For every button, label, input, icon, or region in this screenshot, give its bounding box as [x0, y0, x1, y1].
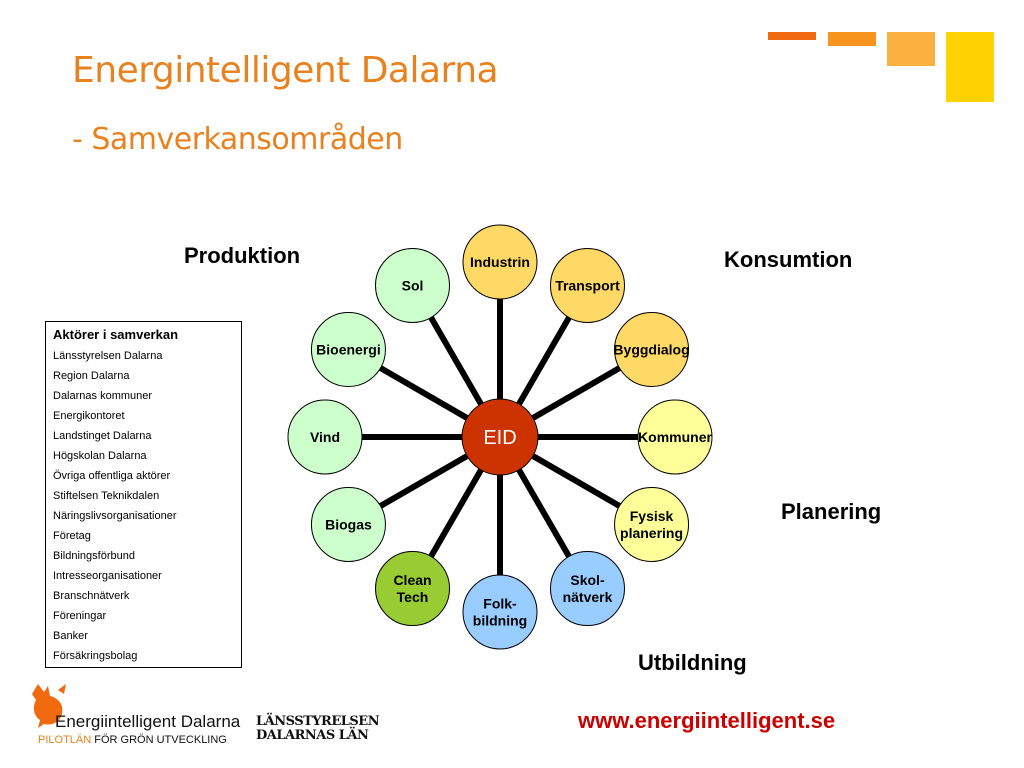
node-label-fysisk-planering: planering — [620, 525, 683, 541]
actor-item: Bildningsförbund — [53, 550, 135, 562]
actor-item: Banker — [53, 630, 88, 642]
node-circle-fysisk-planering — [614, 487, 690, 562]
actor-item: Branschnätverk — [53, 590, 130, 602]
actor-item: Region Dalarna — [53, 370, 130, 382]
node-vind: Vind — [287, 399, 363, 475]
node-sol: Sol — [375, 247, 450, 323]
node-circle-clean-tech — [375, 551, 450, 627]
hub-node: EID — [461, 398, 539, 476]
group-label-produktion: Produktion — [184, 243, 301, 268]
nodes: IndustrinTransportByggdialogKommunerFysi… — [287, 224, 713, 650]
node-circle-skol-natverk — [550, 551, 625, 627]
node-kommuner: Kommuner — [637, 399, 713, 475]
node-circle-folk-bildning — [462, 574, 538, 650]
logo-name: Energiintelligent Dalarna — [55, 712, 241, 731]
node-circle-kommuner — [637, 399, 713, 475]
lansstyrelsen-logo: LÄNSSTYRELSEN DALARNAS LÄN — [256, 714, 380, 743]
node-circle-transport — [550, 247, 625, 323]
node-folk-bildning: Folk-bildning — [462, 574, 538, 650]
node-label-transport: Transport — [555, 277, 620, 293]
group-label-utbildning: Utbildning — [638, 650, 747, 675]
actors-box: Aktörer i samverkan Länsstyrelsen Dalarn… — [45, 321, 242, 668]
group-label-konsumtion: Konsumtion — [724, 247, 853, 272]
lans-line-1: LÄNSSTYRELSEN — [256, 714, 380, 729]
node-circle-vind — [287, 399, 363, 475]
actor-item: Föreningar — [53, 610, 107, 622]
node-industrin: Industrin — [462, 224, 538, 300]
node-transport: Transport — [550, 247, 625, 323]
node-label-skol-natverk: nätverk — [563, 589, 613, 605]
page-title: Energintelligent Dalarna — [72, 50, 499, 91]
node-label-fysisk-planering: Fysisk — [630, 508, 674, 524]
node-biogas: Biogas — [310, 487, 386, 562]
lans-line-2: DALARNAS LÄN — [256, 728, 369, 743]
node-circle-biogas — [310, 487, 386, 562]
node-label-clean-tech: Clean — [393, 572, 431, 588]
node-label-industrin: Industrin — [470, 254, 530, 270]
actor-item: Energikontoret — [53, 410, 125, 422]
node-label-bioenergi: Bioenergi — [316, 342, 381, 358]
node-circle-byggdialog — [614, 312, 690, 387]
actor-item: Försäkringsbolag — [53, 650, 138, 662]
node-label-sol: Sol — [402, 277, 424, 293]
hub-label: EID — [483, 427, 516, 449]
actor-item: Högskolan Dalarna — [53, 450, 147, 462]
hub-circle — [461, 398, 539, 476]
node-skol-natverk: Skol-nätverk — [550, 551, 625, 627]
website-link[interactable]: www.energiintelligent.se — [578, 708, 836, 733]
node-label-vind: Vind — [310, 429, 340, 445]
node-circle-industrin — [462, 224, 538, 300]
actor-item: Dalarnas kommuner — [53, 390, 153, 402]
actor-item: Länsstyrelsen Dalarna — [53, 350, 163, 362]
node-circle-bioenergi — [310, 312, 386, 387]
node-label-folk-bildning: bildning — [473, 613, 527, 629]
node-label-clean-tech: Tech — [397, 589, 429, 605]
actor-item: Stiftelsen Teknikdalen — [53, 490, 160, 502]
node-bioenergi: Bioenergi — [310, 312, 386, 387]
actor-item: Landstinget Dalarna — [53, 430, 152, 442]
actor-item: Övriga offentliga aktörer — [53, 470, 171, 482]
node-label-skol-natverk: Skol- — [570, 572, 605, 588]
actors-title: Aktörer i samverkan — [53, 327, 179, 342]
node-label-kommuner: Kommuner — [638, 429, 712, 445]
logo-tagline-rest: FÖR GRÖN UTVECKLING — [91, 734, 227, 746]
node-byggdialog: Byggdialog — [613, 312, 690, 387]
node-label-folk-bildning: Folk- — [483, 596, 517, 612]
fox-logo-icon — [32, 684, 66, 728]
node-label-byggdialog: Byggdialog — [613, 342, 689, 358]
logo-tagline-highlight: PILOTLÄN — [38, 734, 92, 746]
actor-item: Intresseorganisationer — [53, 570, 162, 582]
actor-item: Näringslivsorganisationer — [53, 510, 177, 522]
group-label-planering: Planering — [781, 499, 882, 524]
logo-tagline: PILOTLÄN FÖR GRÖN UTVECKLING — [38, 734, 227, 746]
node-circle-sol — [375, 247, 450, 323]
actor-item: Företag — [53, 530, 91, 542]
node-label-biogas: Biogas — [325, 517, 372, 533]
page-subtitle: - Samverkansområden — [72, 122, 403, 157]
